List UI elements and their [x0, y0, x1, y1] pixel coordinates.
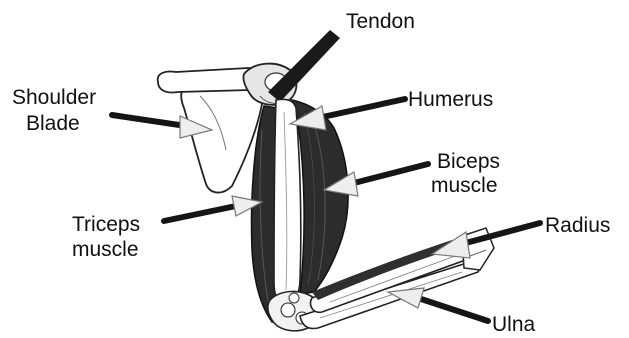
label-tendon: Tendon [346, 10, 415, 33]
label-shoulder-blade-line1: Shoulder [12, 86, 96, 109]
triceps-pointer [164, 196, 262, 221]
label-shoulder-blade-line2: Blade [26, 112, 80, 135]
label-ulna: Ulna [492, 313, 536, 336]
humerus-pointer [290, 99, 405, 130]
label-triceps-line1: Triceps [72, 213, 140, 236]
label-biceps-line2: muscle [431, 174, 498, 197]
label-biceps-line1: Biceps [437, 150, 500, 173]
ulna-pointer [388, 288, 488, 321]
label-triceps-line2: muscle [72, 238, 139, 261]
label-humerus: Humerus [408, 88, 493, 111]
humerus-bone [274, 99, 301, 304]
label-radius: Radius [545, 214, 610, 237]
